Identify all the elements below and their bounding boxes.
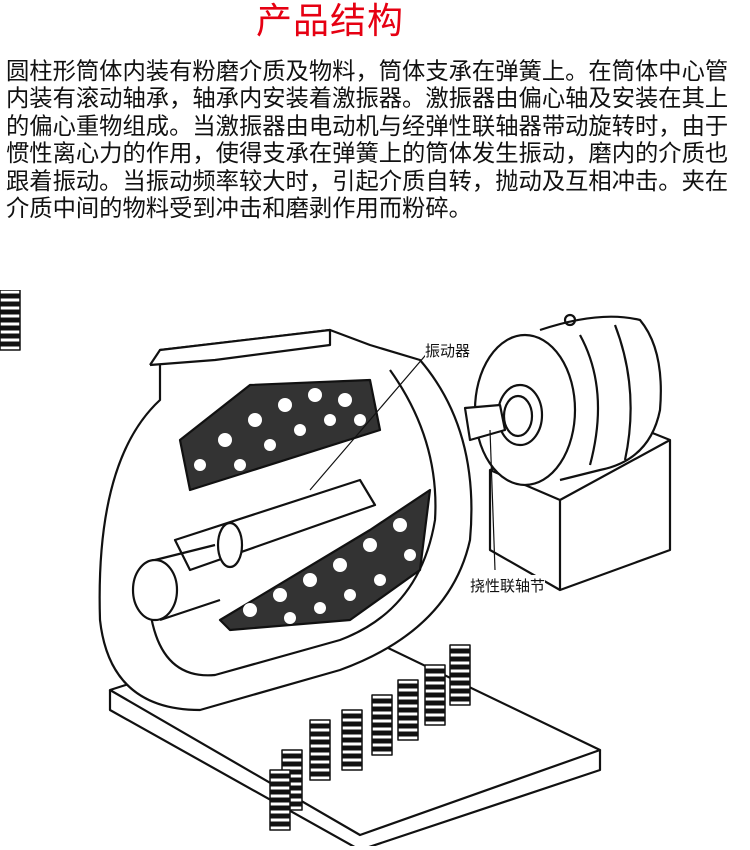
springs	[0, 289, 470, 830]
description-line: 跟着振动。当振动频率较大时，引起介质自转，抛动及互相冲击。夹在	[6, 167, 729, 195]
label-vibrator: 振动器	[425, 340, 471, 361]
motor	[473, 313, 662, 487]
flexible-coupling	[463, 403, 507, 442]
description-line: 圆柱形筒体内装有粉磨介质及物料，筒体支承在弹簧上。在筒体中心管	[6, 58, 729, 85]
description-line: 惯性离心力的作用，使得支承在弹簧上的筒体发生振动，磨内的介质也	[6, 140, 729, 168]
vibrator-shaft	[131, 478, 377, 622]
vibration-mill-illustration: 振动器 挠性联轴节	[0, 289, 750, 850]
coupling-leader	[489, 429, 496, 571]
grinding-media	[178, 378, 432, 632]
product-description: 圆柱形筒体内装有粉磨介质及物料，筒体支承在弹簧上。在筒体中心管 内装有滚动轴承，…	[6, 58, 750, 222]
description-line: 介质中间的物料受到冲击和磨剥作用而粉碎。	[6, 195, 472, 223]
label-flexible-coupling: 挠性联轴节	[470, 575, 546, 596]
description-line: 内装有滚动轴承，轴承内安装着激振器。激振器由偏心轴及安装在其上	[6, 85, 729, 113]
vibrator-leader	[309, 349, 431, 491]
page-title: 产品结构	[255, 1, 404, 42]
description-line: 的偏心重物组成。当激振器由电动机与经弹性联轴器带动旋转时，由于	[6, 112, 729, 140]
